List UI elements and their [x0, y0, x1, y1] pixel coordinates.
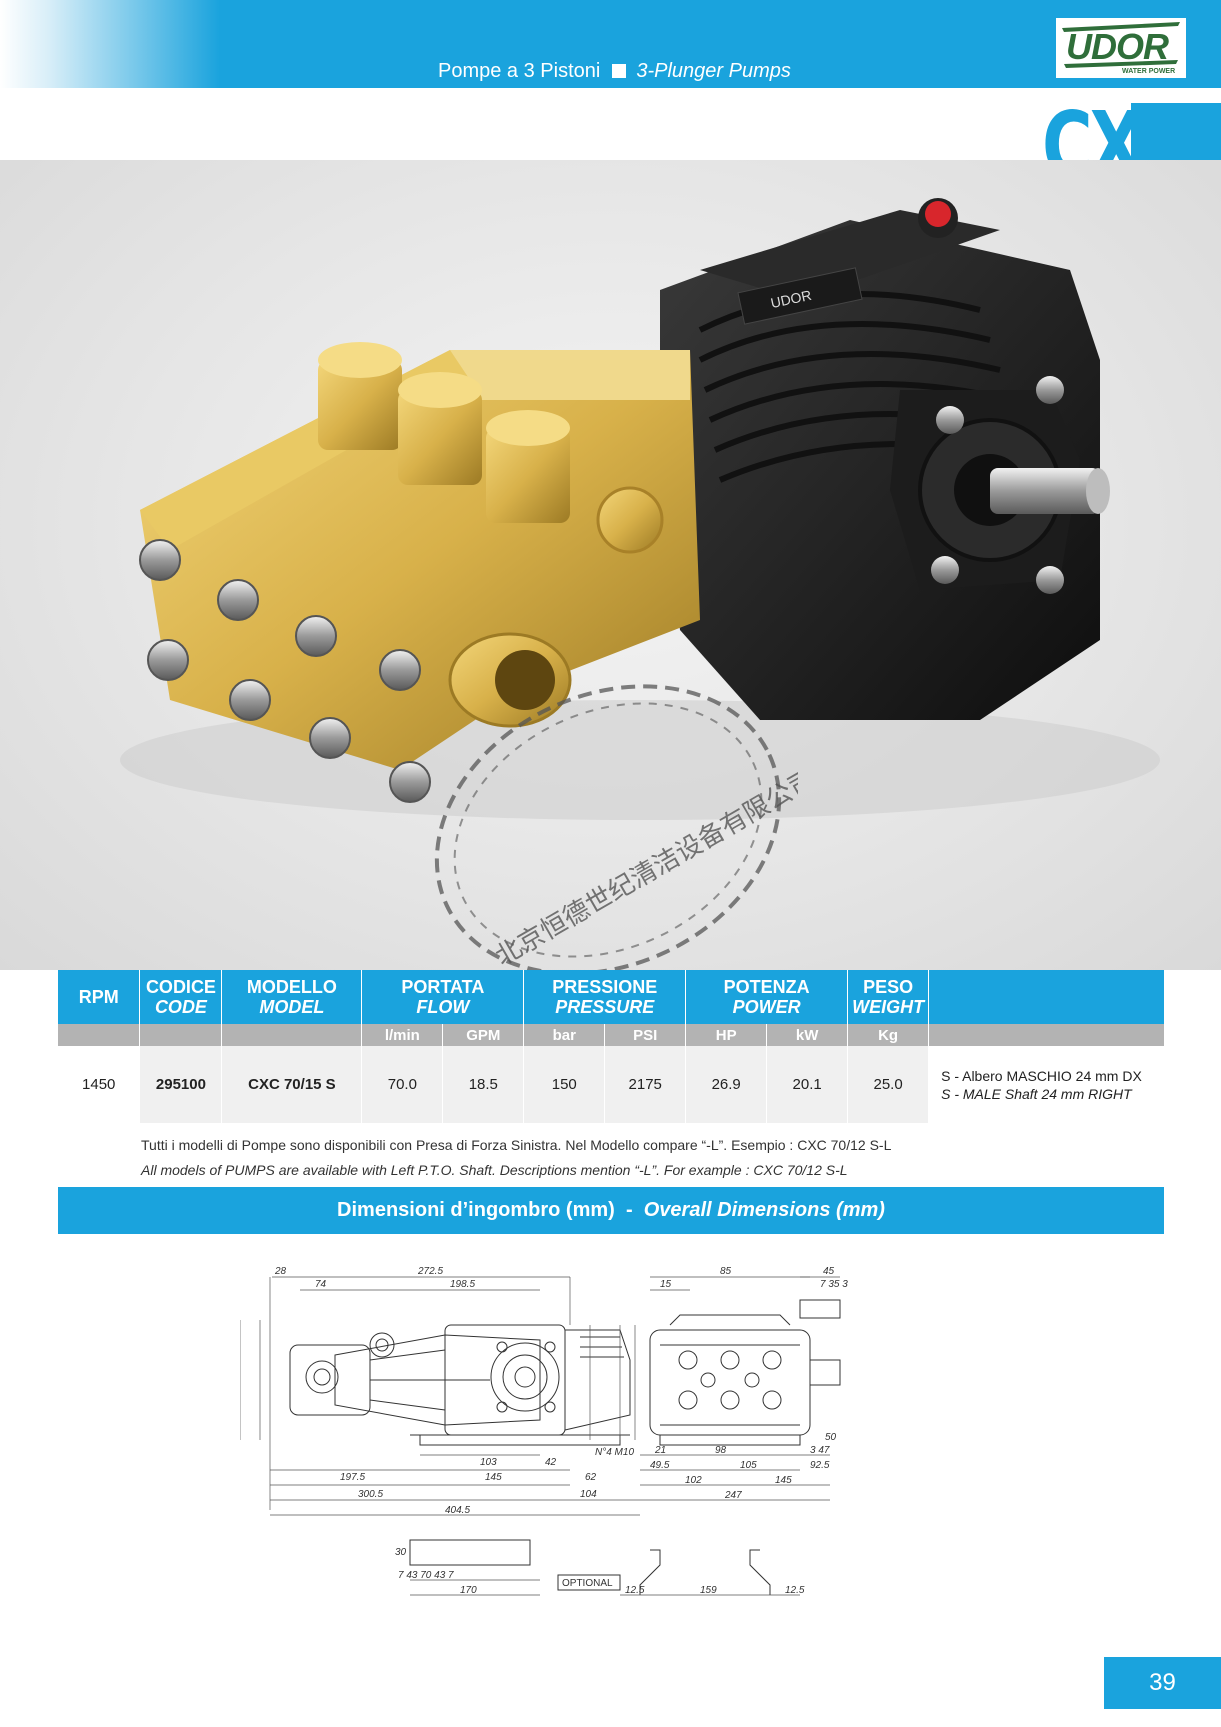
unit-kg: Kg: [847, 1024, 930, 1046]
svg-text:104: 104: [580, 1489, 597, 1500]
svg-text:404.5: 404.5: [445, 1505, 470, 1516]
product-photo: UDOR: [0, 160, 1221, 970]
cell-kw: 20.1: [766, 1046, 849, 1123]
svg-text:247: 247: [724, 1490, 742, 1501]
company-stamp-watermark: 北京恒德世纪清洁设备有限公司: [434, 684, 798, 976]
dimensions-separator: -: [625, 1199, 633, 1221]
svg-text:3 47: 3 47: [810, 1445, 830, 1456]
header-title: Pompe a 3 Pistoni 3-Plunger Pumps: [438, 60, 791, 83]
cell-gpm: 18.5: [442, 1046, 525, 1123]
svg-text:197.5: 197.5: [340, 1472, 365, 1483]
svg-text:159: 159: [700, 1585, 717, 1596]
svg-text:7 43 70 43 7: 7 43 70 43 7: [398, 1570, 454, 1581]
svg-text:N°4 M10: N°4 M10: [595, 1447, 634, 1458]
svg-text:145: 145: [485, 1472, 502, 1483]
front-dimension-lines: [619, 1276, 840, 1501]
pump-illustration: UDOR: [120, 198, 1160, 820]
optional-bracket-drawing: OPTIONAL: [409, 1539, 800, 1596]
svg-text:42: 42: [545, 1457, 557, 1468]
unit-psi: PSI: [604, 1024, 687, 1046]
svg-text:85: 85: [720, 1266, 732, 1277]
svg-text:170: 170: [460, 1585, 477, 1596]
unit-gpm: GPM: [442, 1024, 525, 1046]
cell-kg: 25.0: [847, 1046, 930, 1123]
dimensions-title-bar: Dimensioni d’ingombro (mm) - Overall Dim…: [58, 1187, 1164, 1234]
svg-text:145: 145: [775, 1475, 792, 1486]
svg-text:12.5: 12.5: [625, 1585, 645, 1596]
cell-lmin: 70.0: [361, 1046, 444, 1123]
svg-text:62: 62: [585, 1472, 597, 1483]
unit-bar: bar: [523, 1024, 606, 1046]
unit-kw: kW: [766, 1024, 849, 1046]
stamp-text: 北京恒德世纪清洁设备有限公司: [490, 764, 798, 972]
svg-text:12.5: 12.5: [785, 1585, 805, 1596]
page-number: 39: [1104, 1657, 1221, 1709]
header-title-en: 3-Plunger Pumps: [636, 60, 791, 82]
svg-text:OPTIONAL: OPTIONAL: [562, 1578, 613, 1589]
side-dimension-lines: [240, 1276, 640, 1516]
brand-logo: UDOR WATER POWER: [1056, 18, 1186, 78]
svg-text:74: 74: [315, 1279, 327, 1290]
col-rpm: RPM: [58, 970, 141, 1024]
header-bar: Pompe a 3 Pistoni 3-Plunger Pumps: [0, 0, 1221, 88]
cell-hp: 26.9: [685, 1046, 768, 1123]
svg-text:105: 105: [740, 1460, 757, 1471]
cell-shaft-note: S - Albero MASCHIO 24 mm DX S - MALE Sha…: [928, 1046, 1164, 1123]
logo-swoosh-icon: [1062, 22, 1180, 68]
front-dimension-labels: 85 45 15 7 35 3 21 98 3 47 49.5 105 92.5 50 102 1…: [650, 1266, 848, 1501]
shaft-note-it: S - Albero MASCHIO 24 mm DX: [941, 1067, 1142, 1084]
svg-text:49.5: 49.5: [650, 1460, 670, 1471]
svg-text:92.5: 92.5: [810, 1460, 830, 1471]
unit-hp: HP: [685, 1024, 768, 1046]
dimensions-title-en: Overall Dimensions (mm): [643, 1199, 885, 1221]
logo-tagline: WATER POWER: [1122, 68, 1176, 75]
unit-lmin: l/min: [361, 1024, 444, 1046]
col-notes: [928, 970, 1164, 1024]
svg-text:103: 103: [480, 1457, 497, 1468]
cell-model: CXC 70/15 S: [221, 1046, 363, 1123]
svg-text:30: 30: [395, 1547, 407, 1558]
svg-text:272.5: 272.5: [417, 1266, 443, 1277]
header-title-it: Pompe a 3 Pistoni: [438, 60, 601, 82]
logo-text: UDOR: [1066, 26, 1169, 67]
square-bullet-icon: [612, 64, 627, 78]
technical-drawing: 28 272.5 74 198.5 103 42 62 145 197.5 300.5 104 4…: [240, 1266, 848, 1596]
cell-psi: 2175: [604, 1046, 687, 1123]
side-dimension-labels: 28 272.5 74 198.5 103 42 62 145 197.5 300.5 104 4…: [274, 1266, 634, 1516]
side-view-drawing: [289, 1324, 631, 1446]
svg-text:15: 15: [660, 1279, 672, 1290]
front-view-drawing: [649, 1299, 841, 1446]
table-units-row: l/min GPM bar PSI HP kW Kg: [58, 1024, 1164, 1046]
svg-text:7 35 3: 7 35 3: [820, 1279, 848, 1290]
svg-text:45: 45: [823, 1266, 835, 1277]
cell-bar: 150: [523, 1046, 606, 1123]
shaft-note-en: S - MALE Shaft 24 mm RIGHT: [941, 1085, 1132, 1102]
note-it: Tutti i modelli di Pompe sono disponibil…: [141, 1137, 892, 1153]
model-notes: Tutti i modelli di Pompe sono disponibil…: [141, 1137, 891, 1187]
dimensions-title-it: Dimensioni d’ingombro (mm): [337, 1199, 615, 1221]
svg-text:50: 50: [825, 1432, 837, 1443]
bracket-dimension-labels: 30 7 43 70 43 7 170 12.5 159 12.5: [395, 1547, 805, 1596]
svg-text:198.5: 198.5: [450, 1279, 475, 1290]
cell-code: 295100: [139, 1046, 223, 1123]
svg-text:102: 102: [685, 1475, 702, 1486]
note-en: All models of PUMPS are available with L…: [141, 1162, 848, 1178]
svg-text:21: 21: [654, 1445, 666, 1456]
svg-text:98: 98: [715, 1445, 727, 1456]
cell-rpm: 1450: [58, 1046, 141, 1123]
table-row: 1450 295100 CXC 70/15 S 70.0 18.5 150 21…: [58, 1046, 1164, 1123]
svg-text:28: 28: [274, 1266, 287, 1277]
svg-text:300.5: 300.5: [358, 1489, 383, 1500]
